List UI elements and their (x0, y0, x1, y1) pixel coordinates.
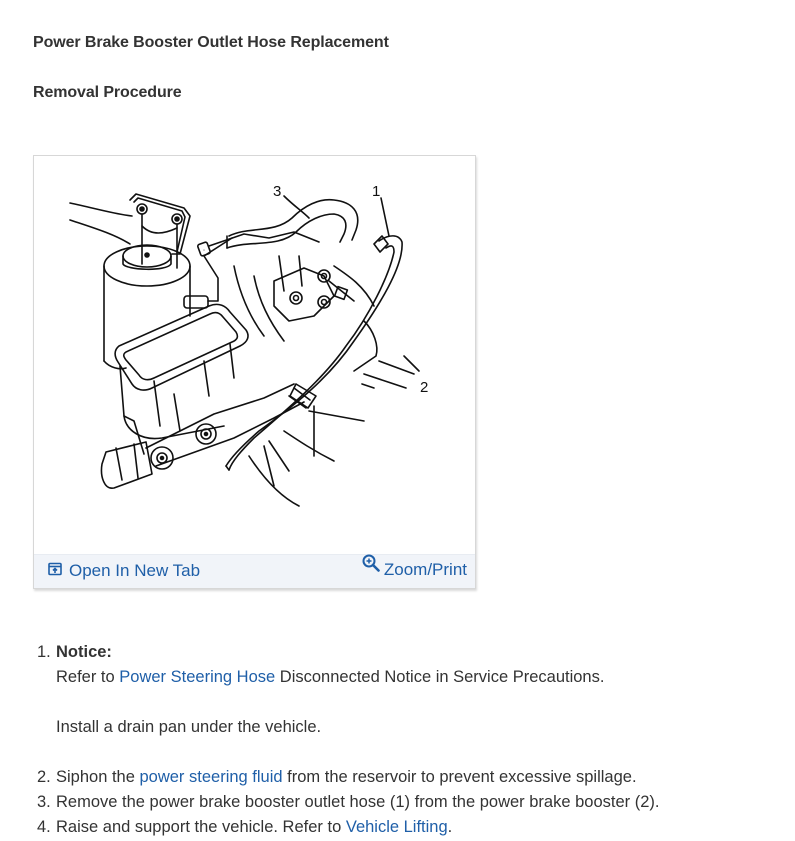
step-4: 4. Raise and support the vehicle. Refer … (37, 815, 777, 840)
notice-text: Refer to Power Steering Hose Disconnecte… (56, 668, 605, 686)
open-in-new-tab-link[interactable]: Open In New Tab (48, 561, 200, 581)
callout-2: 2 (420, 379, 428, 396)
power-steering-hose-link[interactable]: Power Steering Hose (119, 668, 276, 686)
section-heading: Removal Procedure (33, 84, 182, 101)
diagram-figure: 3 1 2 Open In New Tab (33, 155, 476, 589)
step-1: 1. Notice: Refer to Power Steering Hose … (37, 640, 777, 740)
step-number: 1. (37, 643, 51, 661)
step-number: 4. (37, 818, 51, 836)
zoom-print-label: Zoom/Print (383, 559, 467, 579)
power-steering-fluid-link[interactable]: power steering fluid (139, 768, 283, 786)
step-2: 2. Siphon the power steering fluid from … (37, 765, 777, 790)
zoom-print-link[interactable]: Zoom/Print (362, 554, 467, 581)
step-text: Install a drain pan under the vehicle. (56, 718, 322, 736)
diagram-footer: Open In New Tab Zoom/Print (34, 554, 475, 588)
procedure-steps: 1. Notice: Refer to Power Steering Hose … (37, 640, 777, 840)
brake-booster-diagram[interactable]: 3 1 2 (34, 156, 475, 554)
step-text: Remove the power brake booster outlet ho… (56, 793, 660, 811)
page-title: Power Brake Booster Outlet Hose Replacem… (33, 34, 389, 51)
notice-label: Notice: (56, 643, 112, 661)
step-3: 3. Remove the power brake booster outlet… (37, 790, 777, 815)
open-in-new-tab-label: Open In New Tab (69, 561, 201, 580)
callout-3: 3 (273, 183, 281, 200)
vehicle-lifting-link[interactable]: Vehicle Lifting (345, 818, 448, 836)
zoom-in-icon (362, 554, 380, 577)
step-number: 3. (37, 793, 51, 811)
open-in-new-tab-icon (48, 561, 62, 581)
callout-1: 1 (372, 183, 380, 200)
step-number: 2. (37, 768, 51, 786)
